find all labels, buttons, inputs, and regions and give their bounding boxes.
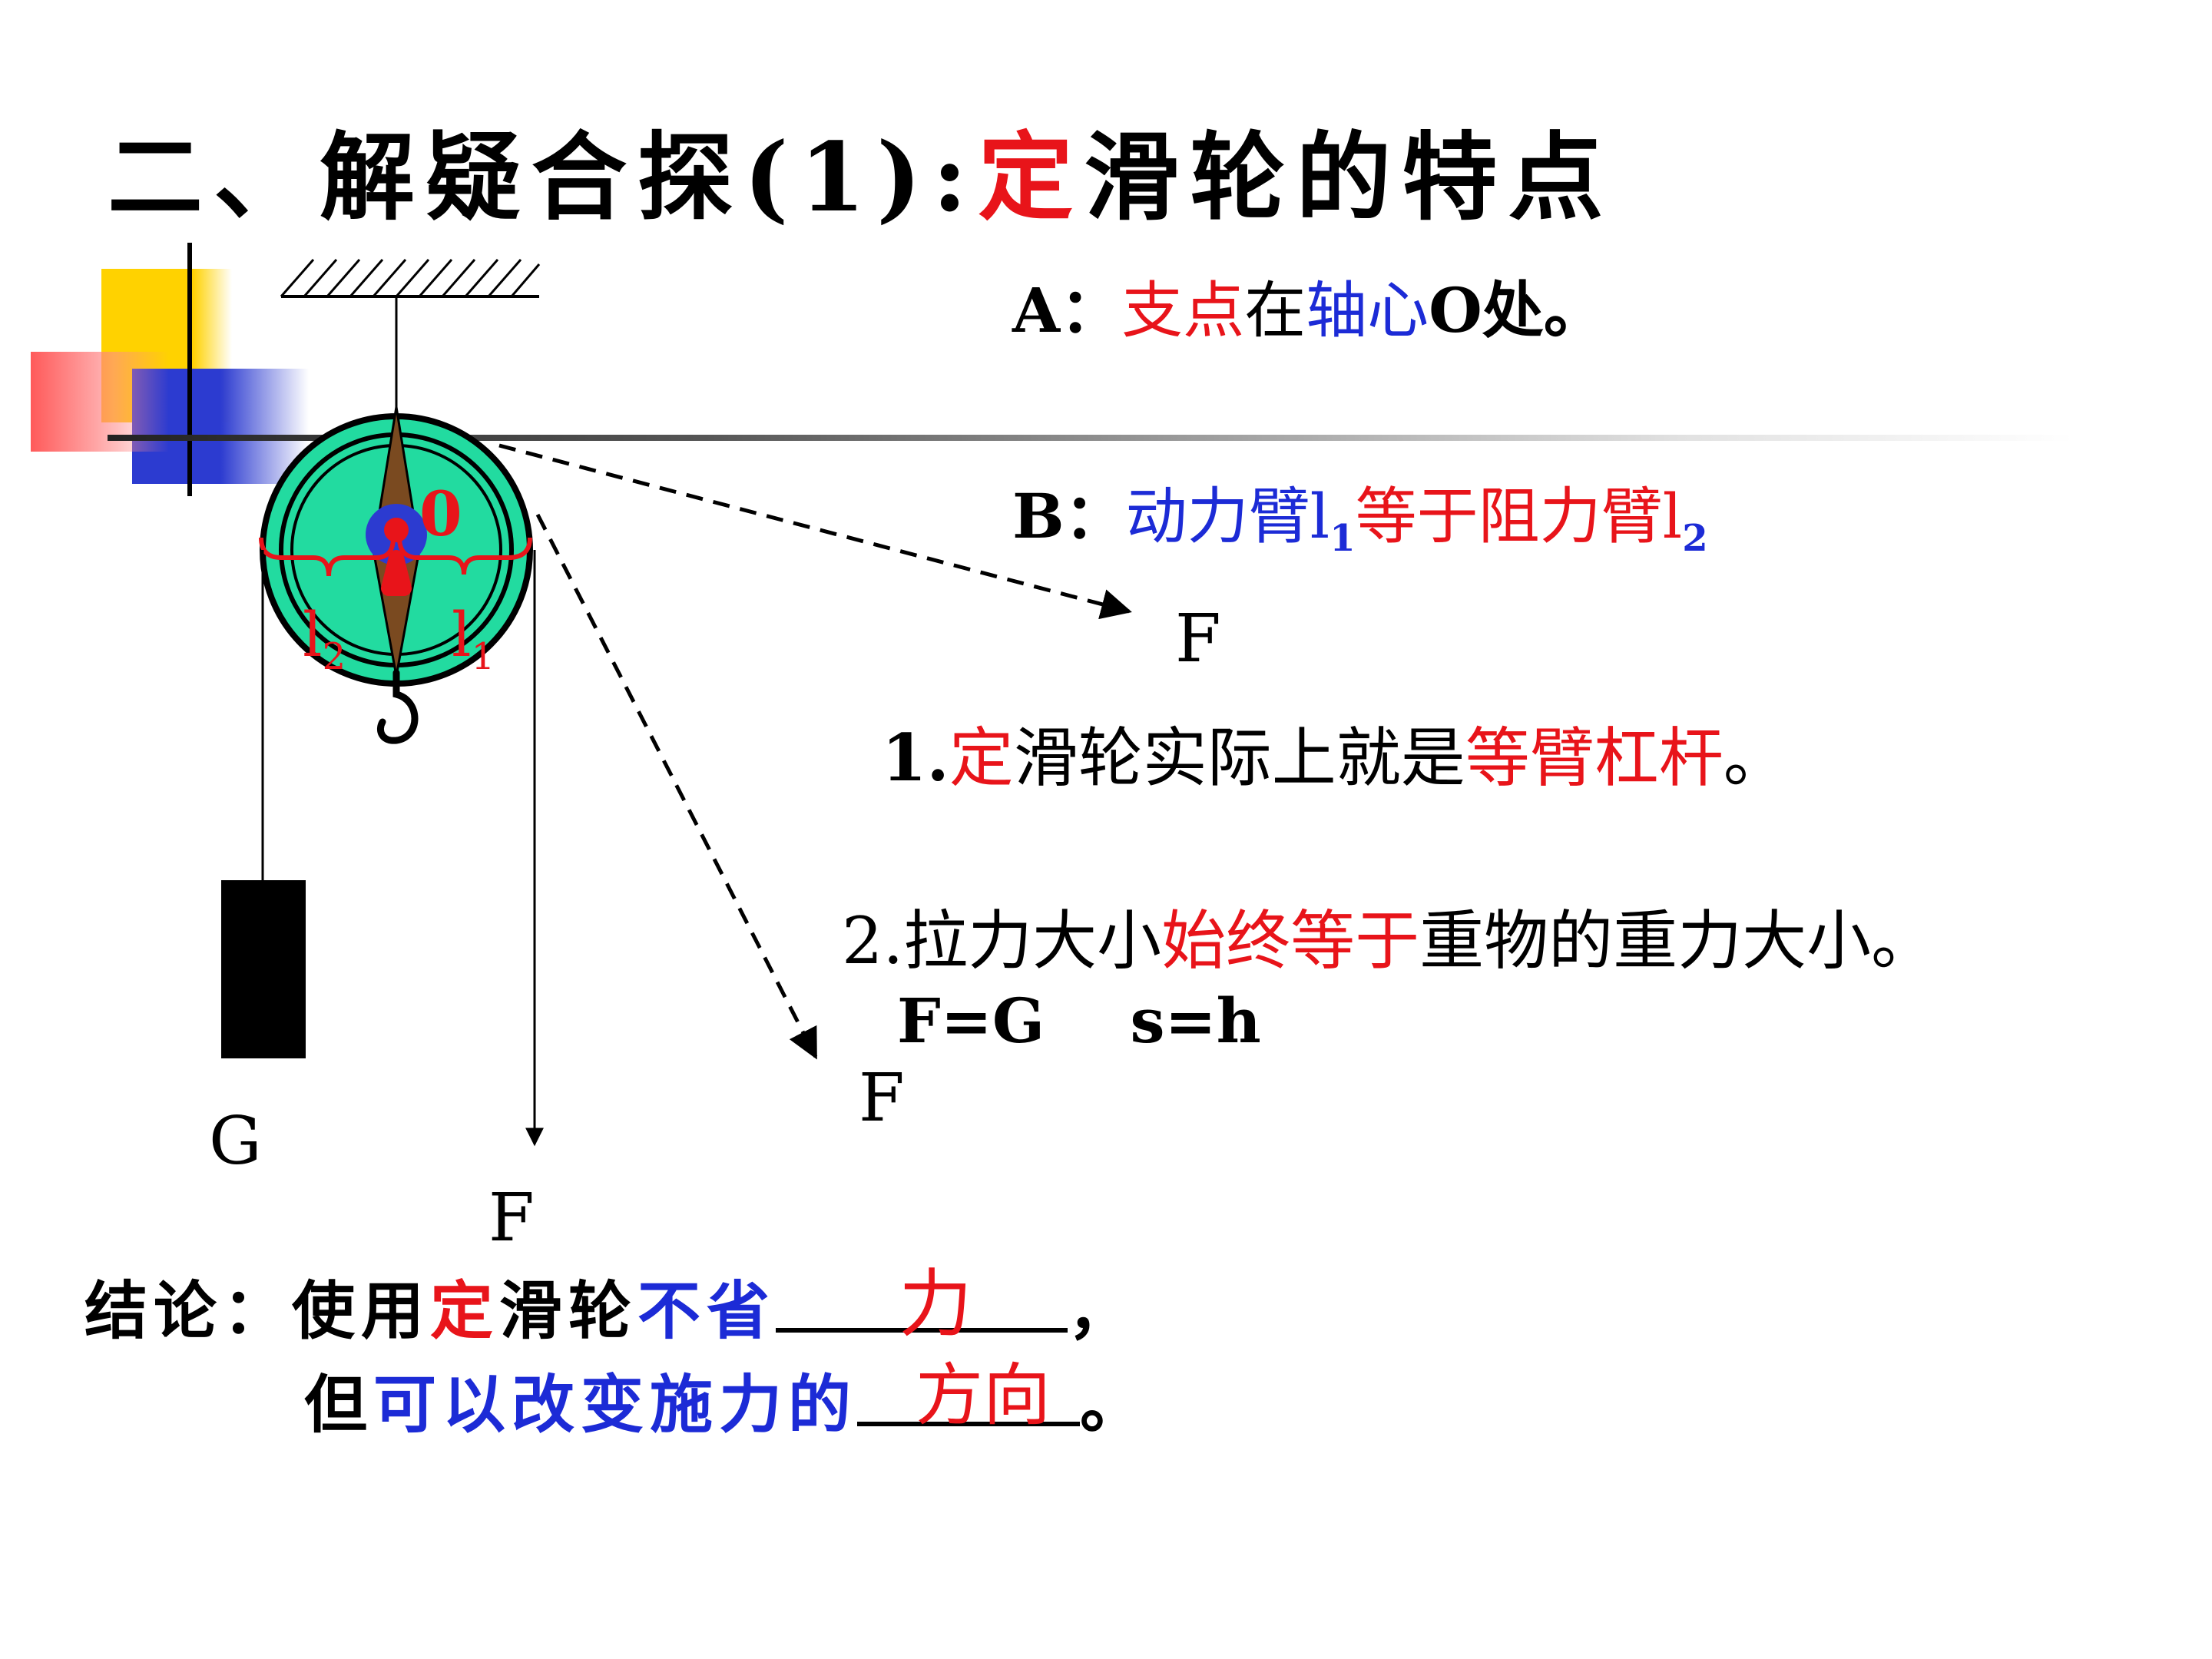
pivot-point	[384, 518, 409, 542]
arm-l1-sub: 1	[471, 634, 495, 678]
arm-l2-letter: l	[303, 599, 323, 671]
conclusion-1-end: ，	[1068, 1274, 1137, 1348]
statement-1-fixed: 定	[949, 720, 1014, 796]
pivot-marker-triangle	[381, 550, 412, 596]
page-title: 二、解疑合探(1):定滑轮的特点	[108, 100, 1614, 238]
statement-2: 2.拉力大小始终等于重物的重力大小。	[842, 889, 1936, 982]
force-label-diagonal: F	[859, 1060, 905, 1137]
title-prefix: 二、解疑合探(1):	[108, 122, 979, 233]
force-label-down: F	[488, 1180, 535, 1257]
point-b-label: B：	[1012, 480, 1126, 552]
force-label-right: F	[1175, 601, 1221, 677]
point-b-sub1: 1	[1330, 516, 1356, 560]
point-a-axis: 轴心	[1306, 275, 1429, 346]
point-b-effort-arm: 动力臂l	[1125, 481, 1330, 552]
deco-vertical-line	[187, 243, 192, 496]
title-suffix: 滑轮的特点	[1084, 122, 1614, 233]
title-highlight: 定	[978, 122, 1084, 233]
arm-l2-sub: 2	[322, 634, 346, 678]
answer-blank-2	[857, 1368, 1081, 1426]
conclusion-2b: 可以改变施力的	[373, 1368, 858, 1442]
point-a-at: 在	[1244, 275, 1306, 346]
answer-1: 力	[899, 1261, 972, 1347]
point-b-equals-load-arm: 等于阻力臂l	[1355, 481, 1683, 552]
conclusion-2-end: 。	[1080, 1368, 1150, 1442]
arm-l1-letter: l	[452, 599, 472, 671]
conclusion-1c: 滑轮	[499, 1274, 638, 1348]
arm-label-l1: l1	[452, 599, 495, 678]
brace-l2	[259, 537, 396, 577]
point-a-fulcrum: 支点	[1121, 275, 1245, 346]
point-a-label: A：	[1012, 274, 1122, 346]
conclusion-line-2: 但可以改变施力的 。	[304, 1353, 1149, 1445]
weight-block	[221, 880, 306, 1058]
answer-blank-1	[776, 1274, 1068, 1333]
pivot-label: 0	[419, 478, 462, 550]
ceiling-hatch	[280, 259, 541, 298]
point-b-sub2: 2	[1682, 516, 1708, 560]
answer-2: 方向	[916, 1356, 1051, 1435]
arm-label-l2: l2	[303, 599, 346, 678]
hook	[376, 669, 419, 744]
statement-2-always-equal: 始终等于	[1161, 903, 1420, 979]
formula: F=G s=h	[897, 985, 1261, 1057]
weight-label-g: G	[209, 1103, 262, 1180]
statement-1-mid: 滑轮实际上就是	[1013, 720, 1465, 796]
conclusion-line-1: 结论：使用定滑轮不省 ，	[84, 1260, 1137, 1351]
point-b: B：动力臂l1等于阻力臂l2	[1012, 467, 1708, 560]
conclusion-1a: 结论：使用	[84, 1274, 431, 1348]
dashed-force-diagonal	[535, 513, 818, 1060]
deco-horizontal-line	[108, 435, 2074, 441]
point-a-end: O处。	[1429, 274, 1605, 346]
point-a: A：支点在轴心O处。	[1012, 261, 1605, 350]
brace-l1	[397, 537, 532, 575]
statement-1-lever: 等臂杠杆	[1465, 720, 1724, 796]
conclusion-1b: 定	[430, 1274, 500, 1348]
conclusion-2a: 但	[304, 1368, 374, 1442]
conclusion-1d: 不省	[637, 1274, 777, 1348]
statement-1-end: 。	[1723, 720, 1788, 796]
statement-2-start: 2.拉力大小	[842, 903, 1162, 979]
statement-1-num: 1.	[882, 720, 949, 796]
statement-1: 1.定滑轮实际上就是等臂杠杆。	[882, 707, 1788, 800]
statement-2-end: 重物的重力大小。	[1419, 903, 1936, 979]
